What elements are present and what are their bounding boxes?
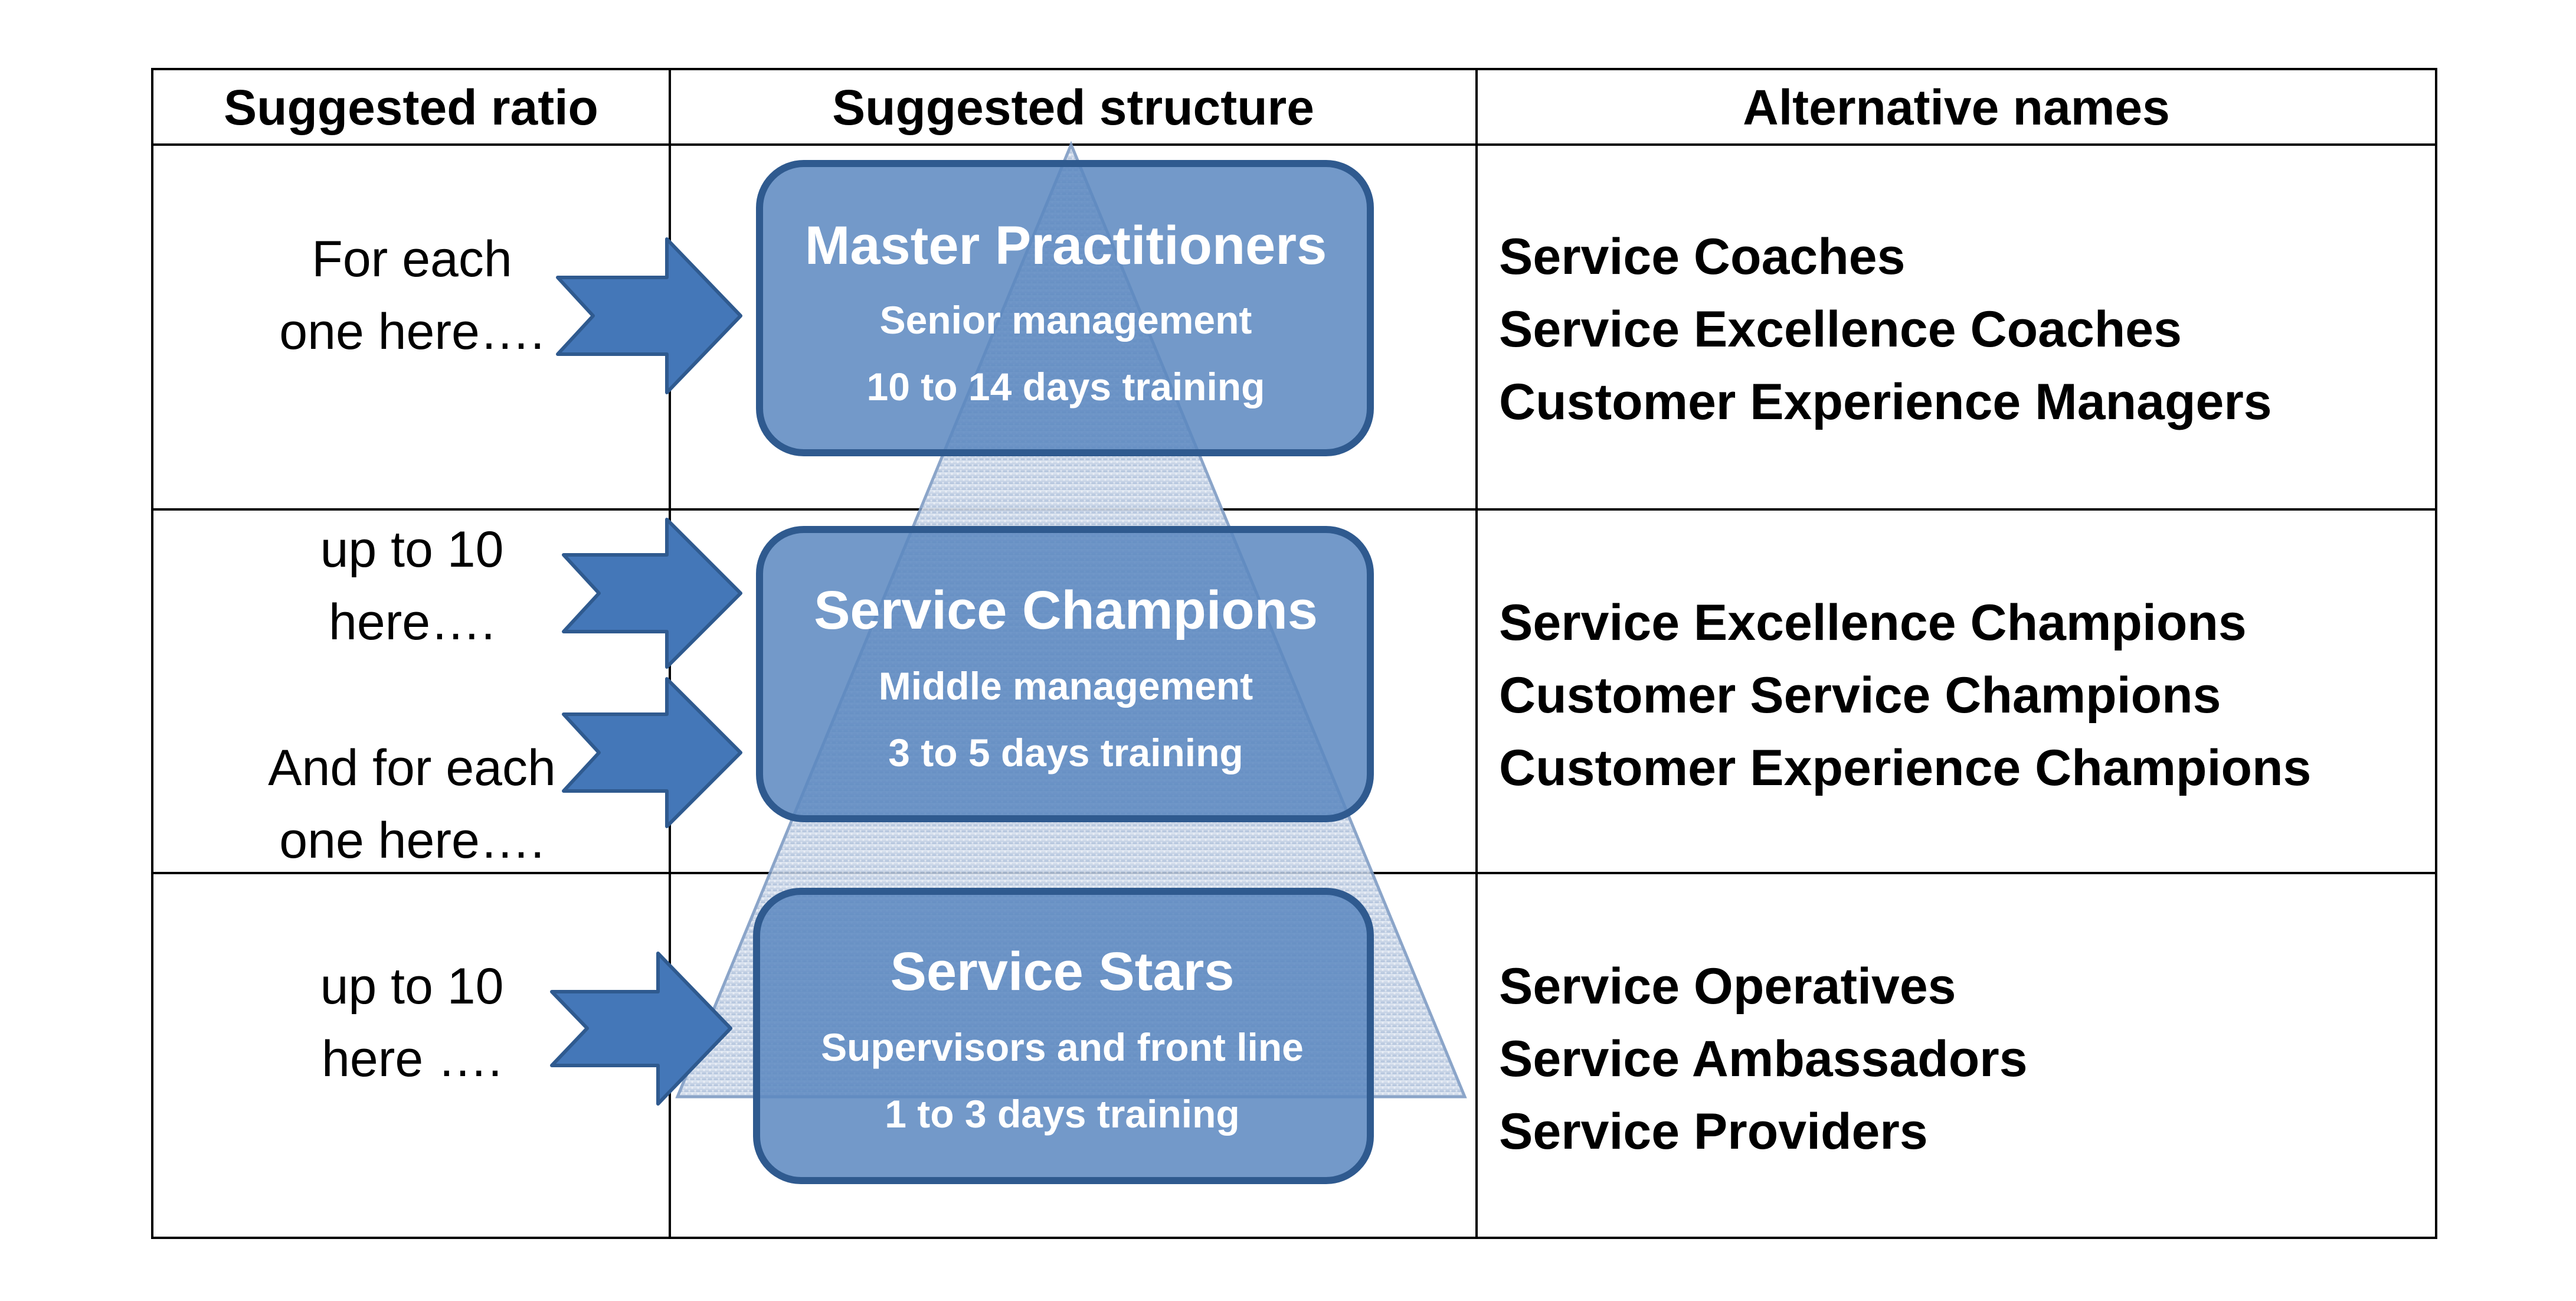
level-box-master	[756, 160, 1374, 456]
arrow-right-icon	[550, 952, 732, 1106]
level-title: Service Champions	[814, 580, 1318, 640]
ratio-text: up to 10 here….	[229, 514, 595, 659]
level-training: 10 to 14 days training	[867, 365, 1265, 408]
ratio-line: here ….	[322, 1031, 502, 1087]
ratio-line: here….	[328, 594, 496, 651]
ratio-line: And for each	[268, 740, 556, 796]
alt-name: Service Operatives	[1499, 958, 1956, 1015]
alt-names-list: Service Coaches Service Excellence Coach…	[1499, 221, 2272, 439]
level-box-stars	[753, 888, 1374, 1184]
level-box-champions	[756, 526, 1374, 822]
alt-name: Service Coaches	[1499, 228, 1906, 285]
ratio-text: And for each one here….	[229, 732, 595, 877]
ratio-line: For each	[312, 231, 512, 287]
alt-name: Service Excellence Coaches	[1499, 301, 2182, 358]
ratio-text: up to 10 here ….	[229, 950, 595, 1096]
arrow-right-icon	[556, 237, 742, 394]
level-role: Supervisors and front line	[821, 1025, 1304, 1069]
level-role: Middle management	[879, 664, 1253, 708]
level-role: Senior management	[880, 298, 1252, 342]
arrow-right-icon	[562, 518, 742, 669]
ratio-line: up to 10	[320, 521, 504, 578]
ratio-text: For each one here….	[229, 223, 595, 368]
alt-name: Customer Experience Champions	[1499, 740, 2312, 796]
header-suggested-structure: Suggested structure	[832, 80, 1314, 135]
alt-name: Customer Experience Managers	[1499, 374, 2272, 430]
ratio-line: up to 10	[320, 958, 504, 1015]
level-training: 1 to 3 days training	[885, 1092, 1239, 1136]
alt-name: Service Ambassadors	[1499, 1031, 2028, 1087]
ratio-line: one here….	[279, 812, 545, 869]
alt-name: Customer Service Champions	[1499, 667, 2221, 724]
level-training: 3 to 5 days training	[888, 731, 1243, 774]
level-title: Master Practitioners	[805, 215, 1327, 276]
ratio-line: one here….	[279, 303, 545, 360]
alt-names-list: Service Excellence Champions Customer Se…	[1499, 587, 2311, 805]
alt-name: Service Excellence Champions	[1499, 594, 2247, 651]
alt-names-list: Service Operatives Service Ambassadors S…	[1499, 950, 2028, 1168]
level-title: Service Stars	[890, 942, 1234, 1002]
header-suggested-ratio: Suggested ratio	[224, 80, 598, 135]
arrow-right-icon	[562, 677, 742, 828]
alt-name: Service Providers	[1499, 1103, 1928, 1160]
header-alternative-names: Alternative names	[1743, 80, 2170, 135]
